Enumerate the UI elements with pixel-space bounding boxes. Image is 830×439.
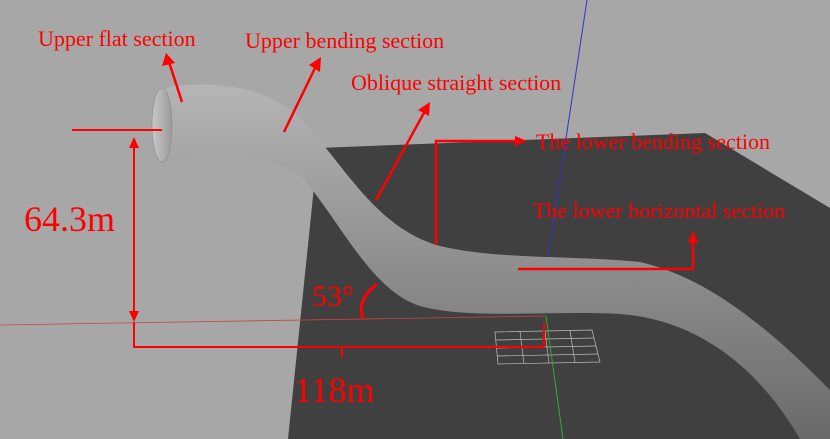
angle-arc bbox=[359, 282, 378, 320]
upper-flat-arrow bbox=[162, 53, 184, 103]
upper-bending-label: Upper bending section bbox=[245, 28, 444, 53]
oblique-straight-label: Oblique straight section bbox=[351, 70, 561, 95]
height-value: 64.3m bbox=[24, 199, 115, 239]
depth-axis bbox=[545, 315, 564, 439]
lower-bending-arrow bbox=[434, 136, 527, 245]
length-dimension bbox=[133, 322, 545, 358]
lower-bending-label: The lower bending section bbox=[536, 129, 770, 154]
vertical-axis bbox=[545, 0, 588, 271]
height-dimension bbox=[72, 129, 162, 322]
length-value: 118m bbox=[294, 370, 375, 410]
lower-horizontal-arrow bbox=[518, 231, 698, 271]
angle-value: 53° bbox=[312, 280, 354, 313]
pipe-end-cap bbox=[151, 87, 173, 163]
pipe-body bbox=[165, 84, 830, 439]
upper-bending-arrow bbox=[282, 57, 321, 133]
lower-horizontal-label: The lower horizontal section bbox=[533, 198, 785, 223]
oblique-straight-arrow bbox=[374, 102, 430, 201]
horizontal-axis bbox=[0, 315, 547, 326]
upper-flat-label: Upper flat section bbox=[38, 26, 196, 51]
